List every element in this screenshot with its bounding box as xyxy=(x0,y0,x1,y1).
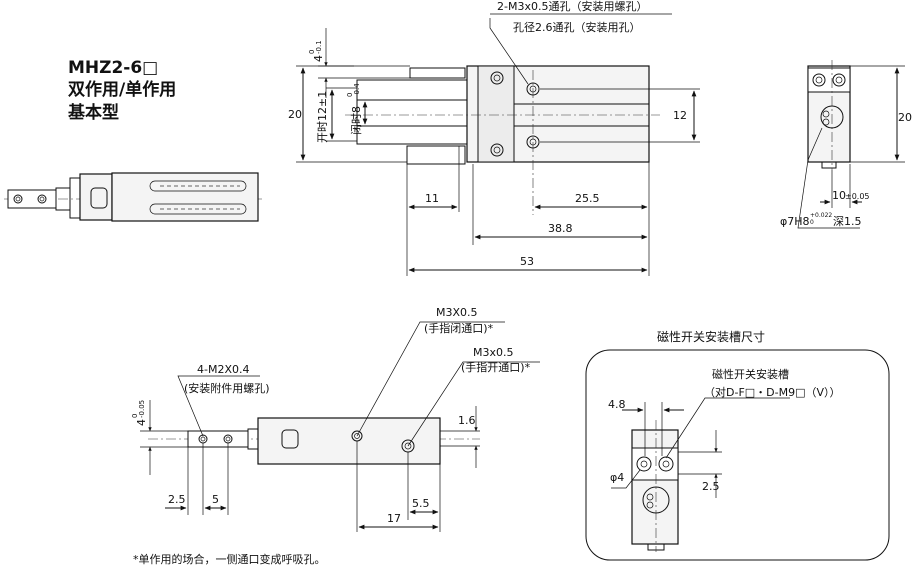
gripper-small-view xyxy=(4,172,262,222)
top-view-labels: 2-M3x0.5通孔（安装用螺孔） 孔径2.6通孔（安装用孔） 4 0 -0.1… xyxy=(288,0,687,268)
dim-closed-tol-upper: 0 xyxy=(346,93,354,97)
dim-5-bottom: 5 xyxy=(212,493,219,506)
dim-4-bottom: 4 xyxy=(135,419,148,426)
dim-25-5: 25.5 xyxy=(575,192,600,205)
model-title: MHZ2-6□ 双作用/单作用 基本型 xyxy=(67,58,176,123)
dim-20-top: 20 xyxy=(288,108,302,121)
bore-depth: 深1.5 xyxy=(833,215,862,228)
switch-groove-label: 磁性开关安装槽 xyxy=(712,367,789,381)
dim-1-6: 1.6 xyxy=(458,414,476,427)
note-m2-holes-desc: (安装附件用螺孔) xyxy=(184,381,270,395)
bore-tol-upper: +0.022 xyxy=(810,212,832,219)
model-type-action: 双作用/单作用 xyxy=(68,79,176,100)
dim-38-8: 38.8 xyxy=(548,222,573,235)
dim-4-top: 4 xyxy=(312,55,325,62)
model-number: MHZ2-6□ xyxy=(68,58,158,78)
note-m3-open-port-desc: (手指开通口)* xyxy=(461,360,531,374)
footnote: *单作用的场合，一侧通口变成呼吸孔。 xyxy=(133,552,326,566)
dim-closed-stroke: 闭时8 xyxy=(350,106,363,135)
top-view-drawing xyxy=(296,13,700,276)
dim-11: 11 xyxy=(425,192,439,205)
dim-2-5-bottom: 2.5 xyxy=(168,493,186,506)
dim-4-tol-lower: -0.1 xyxy=(315,40,323,54)
dim-phi4: φ4 xyxy=(610,471,624,484)
dim-5-5: 5.5 xyxy=(412,497,430,510)
dim-53: 53 xyxy=(520,255,534,268)
note-m3-open-port: M3x0.5 xyxy=(473,346,514,359)
model-type-basic: 基本型 xyxy=(67,102,119,123)
dim-10-tol: ±0.05 xyxy=(845,192,870,201)
side-view-labels: 20 10 ±0.05 φ7H8 +0.022 0 深1.5 xyxy=(780,111,912,228)
bottom-view-drawing xyxy=(140,321,540,532)
dim-4-bottom-tol-lower: -0.05 xyxy=(138,400,146,418)
dim-4-bottom-tol-upper: 0 xyxy=(131,414,139,418)
note-m3-closed-port-desc: (手指闭通口)* xyxy=(424,321,494,335)
dim-10-side: 10 xyxy=(832,189,846,202)
note-2-6-holes: 孔径2.6通孔（安装用孔） xyxy=(513,20,641,34)
note-m3-mount-holes: 2-M3x0.5通孔（安装用螺孔） xyxy=(497,0,647,13)
switch-groove-compat: （对D-F□・D-M9□（V）） xyxy=(704,385,841,399)
dim-12-right: 12 xyxy=(673,109,687,122)
dim-17: 17 xyxy=(387,512,401,525)
side-view-drawing xyxy=(797,60,905,229)
note-m2-holes: 4-M2X0.4 xyxy=(197,363,250,376)
dim-4-8: 4.8 xyxy=(608,398,626,411)
bore-label: φ7H8 xyxy=(780,215,810,228)
dim-2-5-groove: 2.5 xyxy=(702,480,720,493)
dim-20-side: 20 xyxy=(898,111,912,124)
switch-groove-panel: 磁性开关安装槽尺寸 磁性开关安装槽 （对D-F□・D-M9□（V）） 4.8 φ… xyxy=(585,329,890,561)
dim-4-tol-upper: 0 xyxy=(308,50,316,54)
dim-closed-tol-lower: -0.4 xyxy=(353,83,361,97)
bottom-view-labels: M3X0.5 (手指闭通口)* M3x0.5 (手指开通口)* 4-M2X0.4… xyxy=(131,306,531,525)
dim-open-stroke: 开时12±1 xyxy=(316,91,329,143)
note-m3-closed-port: M3X0.5 xyxy=(436,306,478,319)
switch-groove-heading: 磁性开关安装槽尺寸 xyxy=(657,329,765,344)
bore-tol-lower: 0 xyxy=(810,219,814,226)
